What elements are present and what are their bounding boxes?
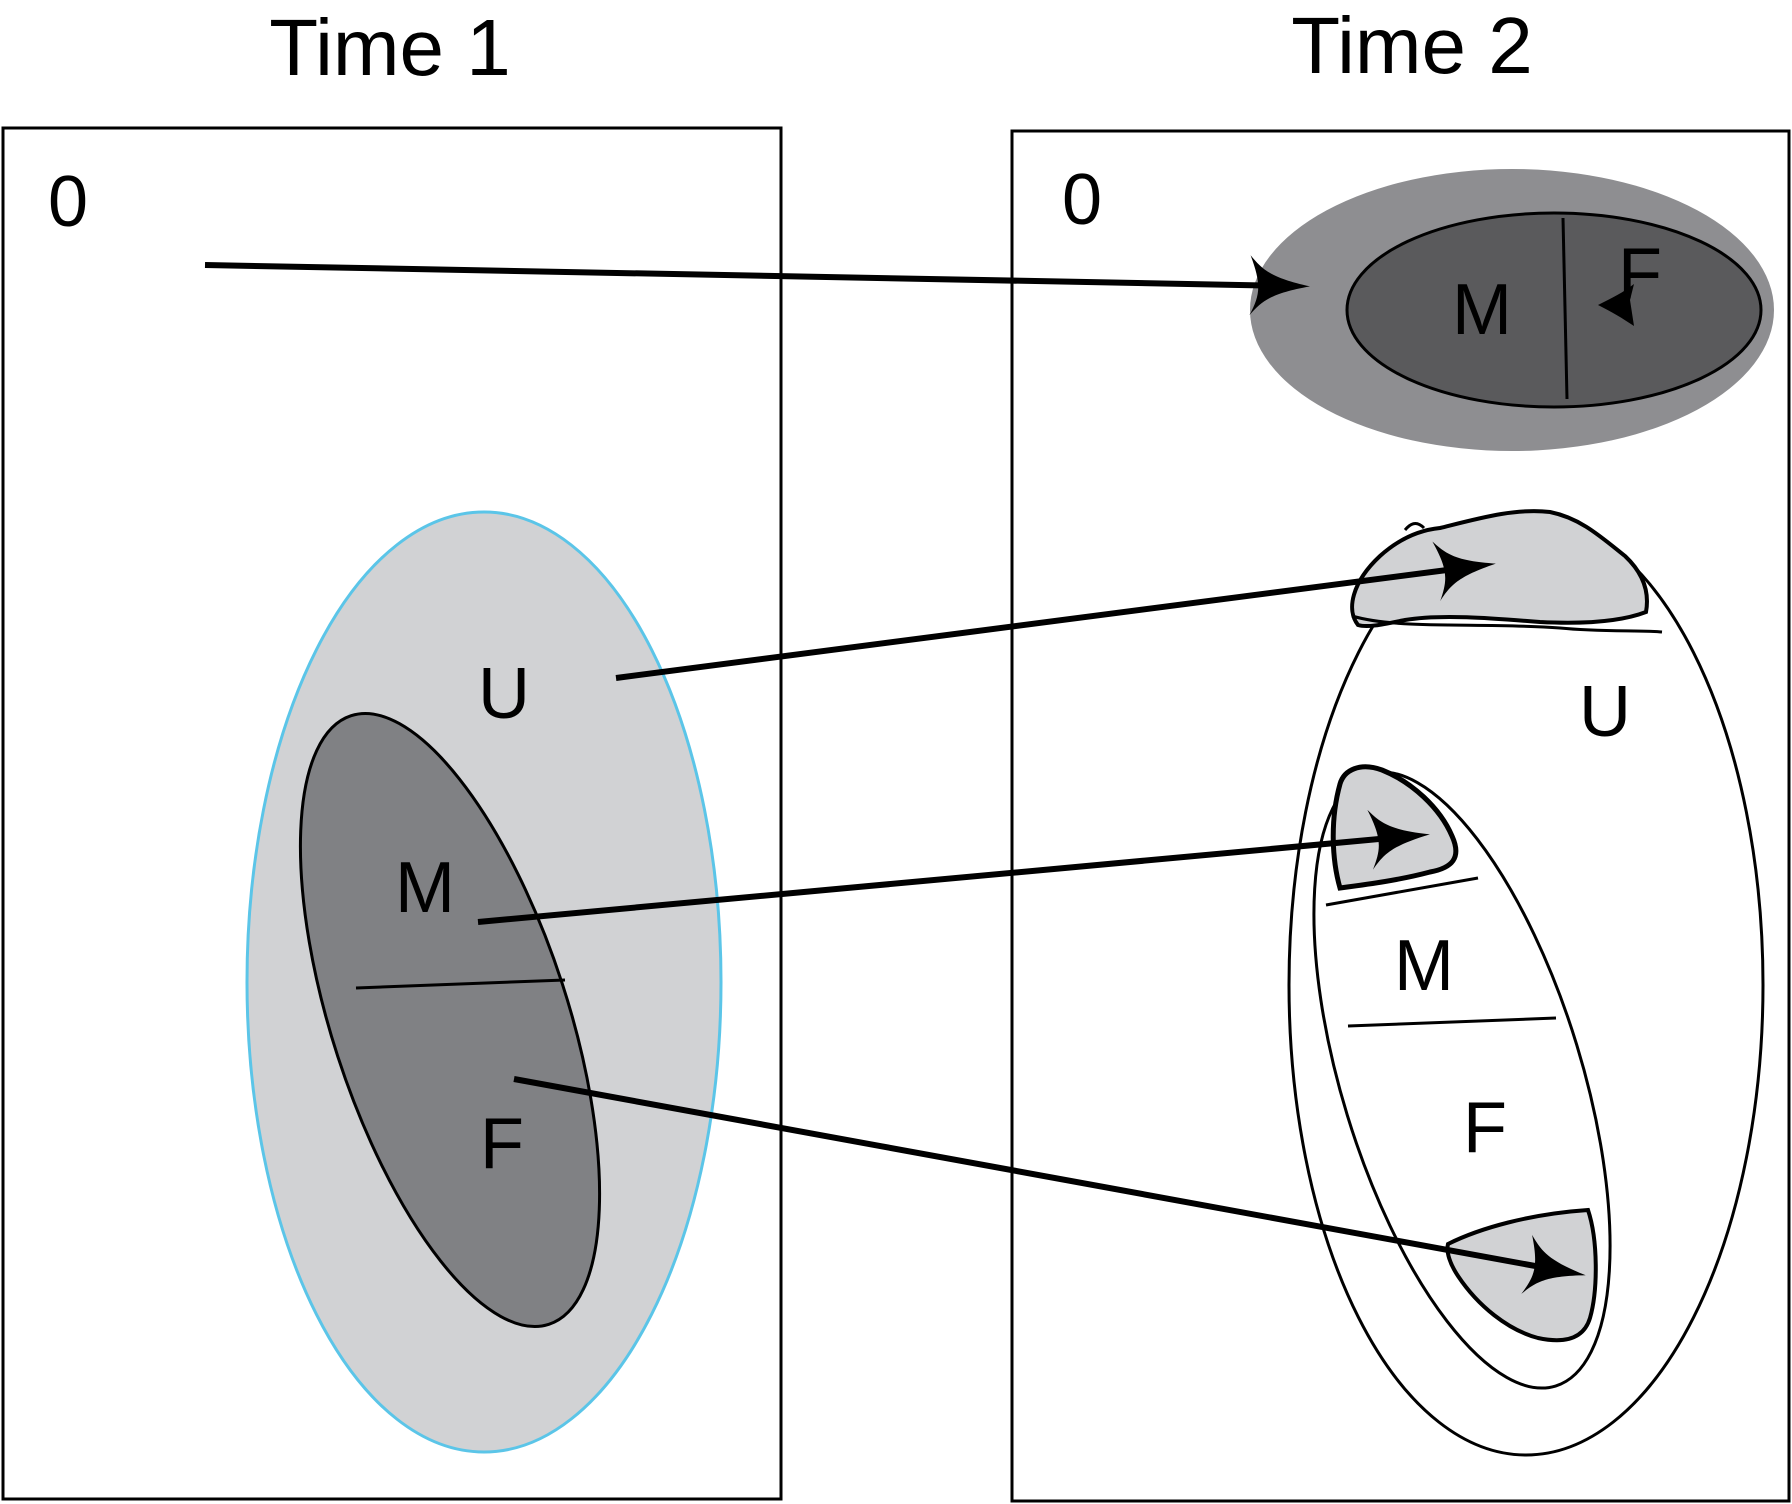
- time-2-u-top-patch: [1350, 509, 1649, 629]
- time-2-top-mf-region: [1345, 211, 1763, 409]
- time-1-mf-region: [298, 711, 602, 1329]
- arrow-zero-to-top-region: [204, 255, 1310, 316]
- time-2-mf-divider: [1347, 1016, 1557, 1028]
- time-1-zero-label: 0: [48, 162, 88, 242]
- panel-title-time-1: Time 1: [269, 3, 511, 92]
- time-1-mf-divider: [355, 978, 566, 990]
- arrow-m-to-m-patch: [477, 809, 1430, 925]
- panel-time-2-frame: [1010, 129, 1791, 1503]
- arrow-u-to-u-top-patch: [615, 541, 1496, 681]
- time-2-f-label: F: [1463, 1088, 1507, 1168]
- panel-title-time-2: Time 2: [1291, 1, 1533, 90]
- panel-time-1-frame: [1, 126, 783, 1501]
- time-2-top-mf-divider: [1561, 217, 1569, 400]
- time-2-u-top-patch-edge: [1351, 614, 1663, 634]
- time-1-f-label: F: [480, 1104, 524, 1184]
- time-1-u-label: U: [478, 654, 530, 734]
- time-2-u-label: U: [1579, 672, 1631, 752]
- time-2-m-label: M: [1394, 926, 1454, 1006]
- time-2-zero-label: 0: [1062, 160, 1102, 240]
- time-2-top-m-label: M: [1452, 270, 1512, 350]
- time-2-u-top-patch-edge-2: [1403, 522, 1426, 531]
- time-1-m-label: M: [395, 848, 455, 928]
- time-2-m-patch-edge: [1325, 876, 1479, 907]
- arrow-f-to-f-patch: [513, 1076, 1586, 1294]
- time-2-top-small-arrowhead: [1598, 284, 1634, 326]
